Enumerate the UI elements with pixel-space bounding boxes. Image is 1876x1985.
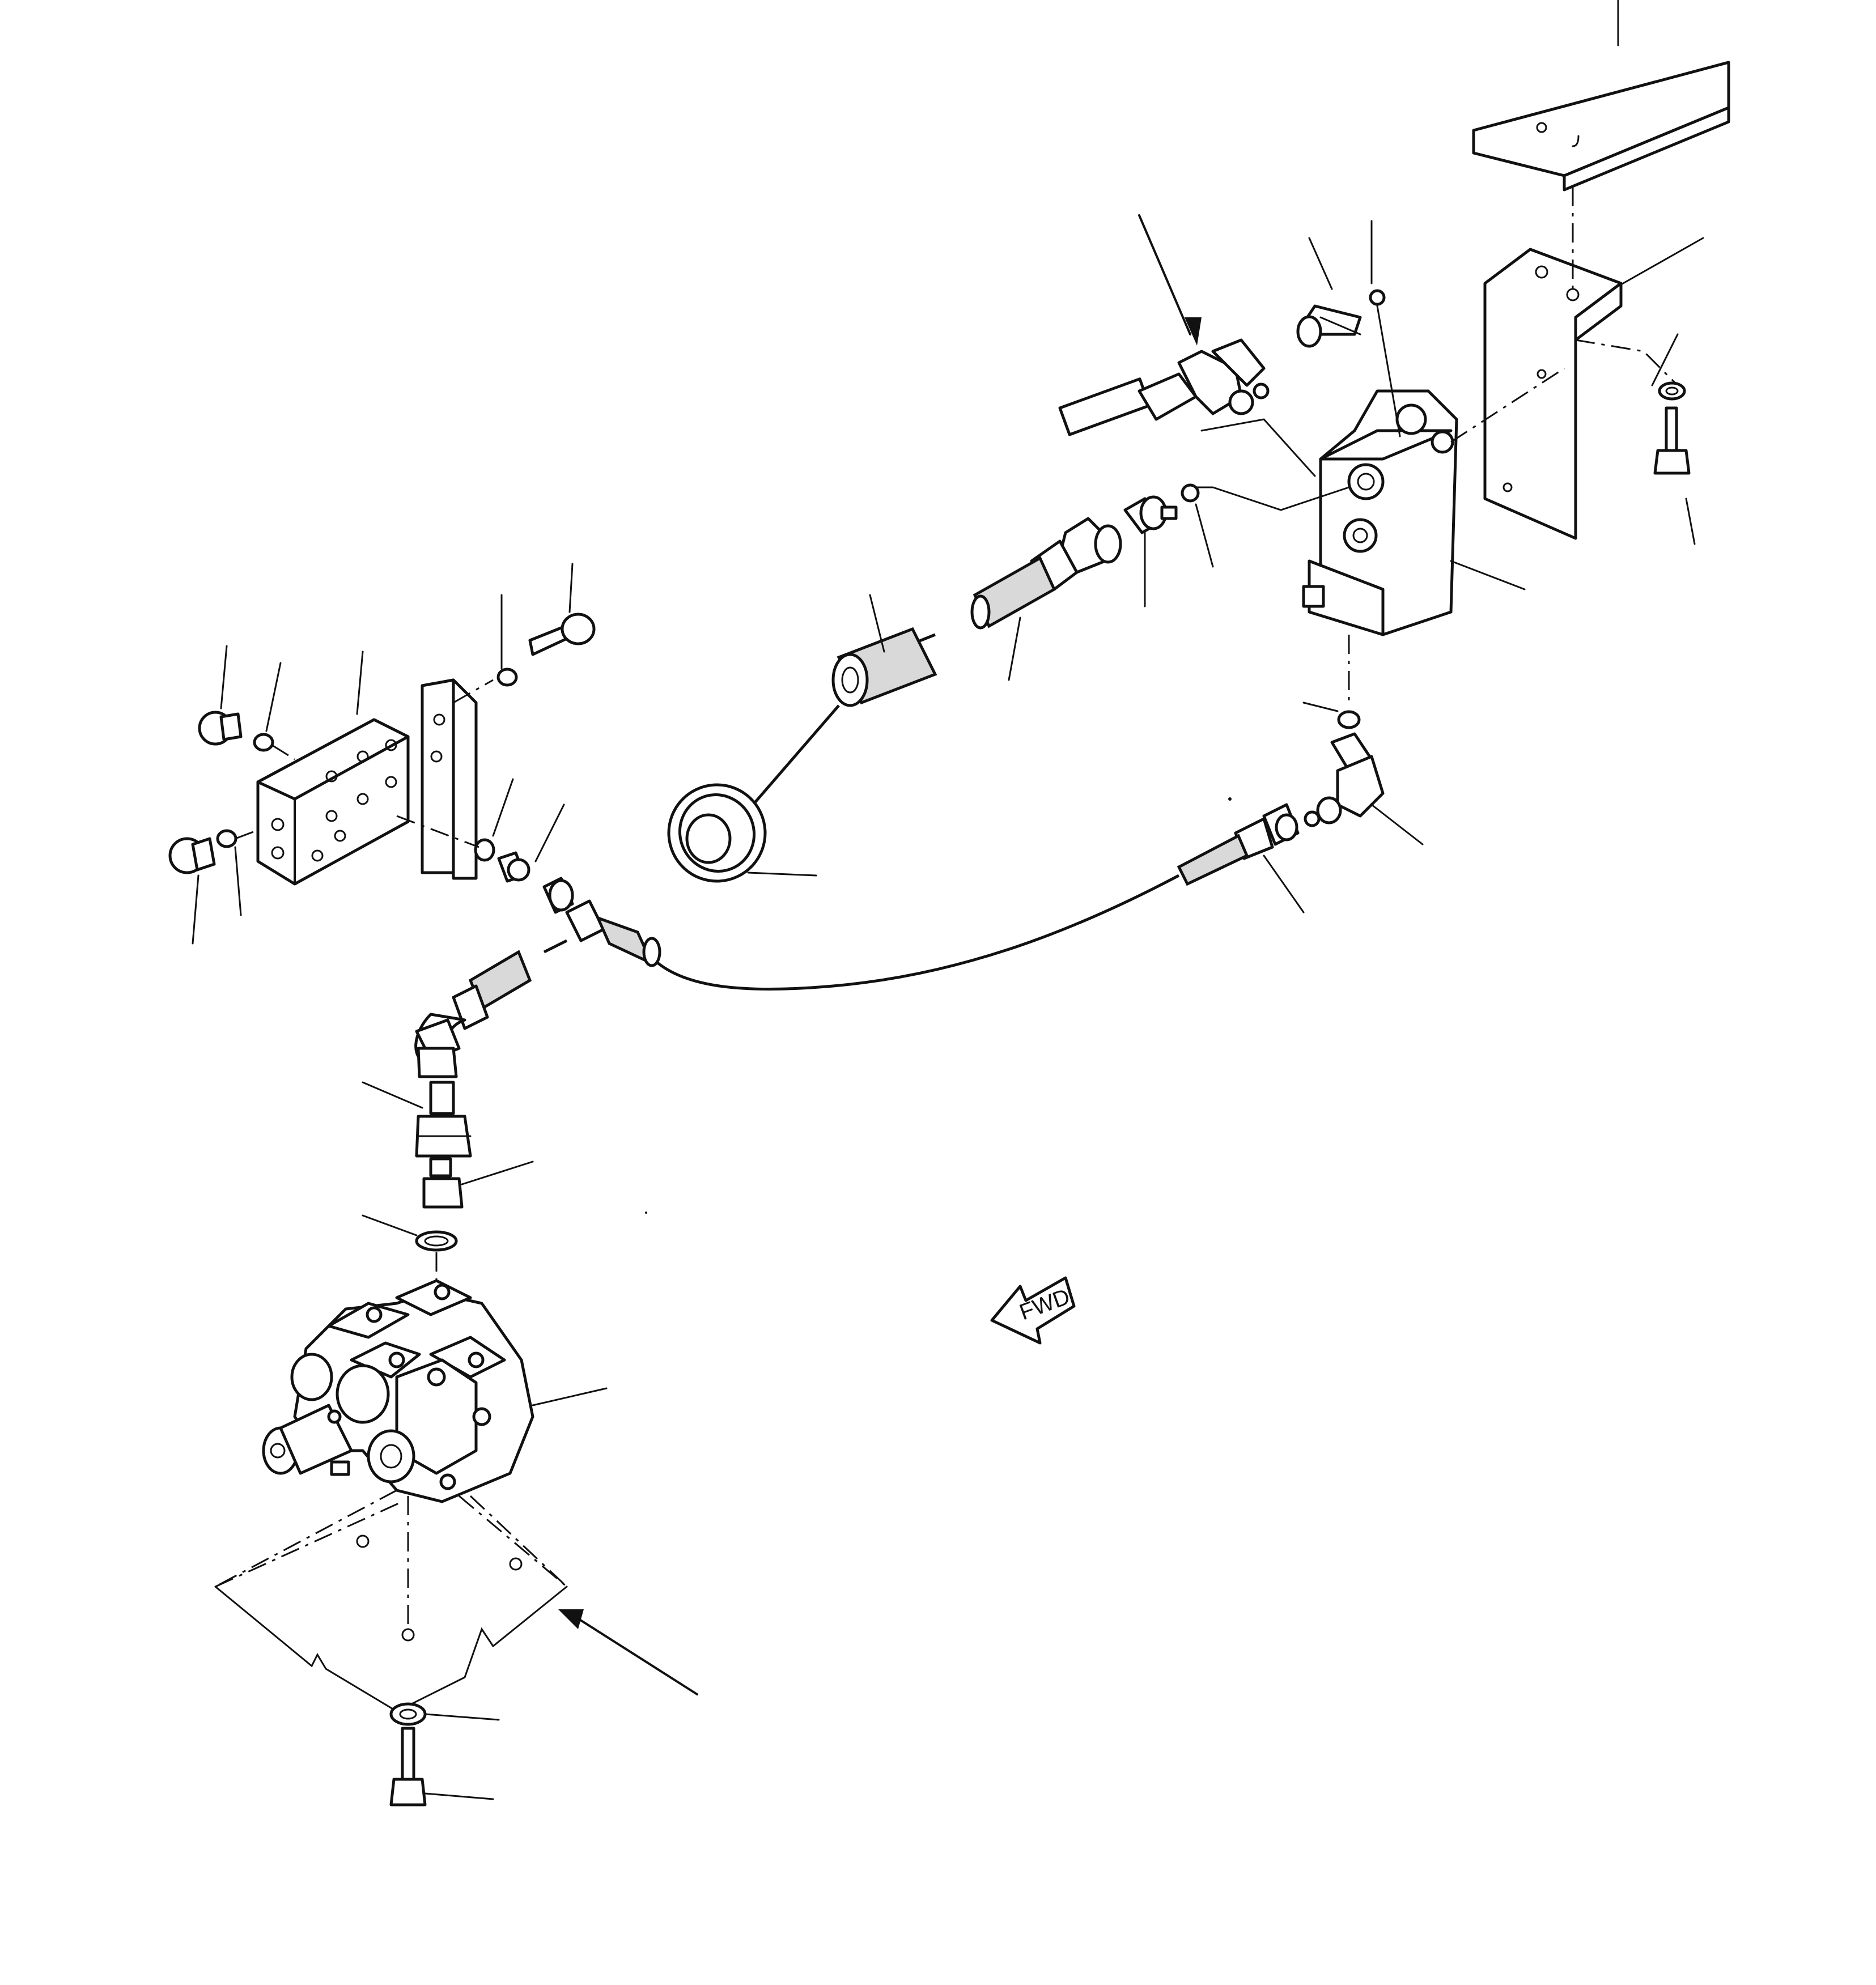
hose-to-grommet (747, 704, 840, 811)
left-hose (414, 939, 568, 1078)
valve-cap-screw (1296, 220, 1401, 437)
stray-dot (1228, 797, 1232, 801)
valve-block (1302, 389, 1526, 636)
frame-plate (1472, 0, 1730, 192)
control-valve (262, 1279, 608, 1503)
swivel-nut-top (1058, 517, 1122, 574)
grommet (667, 783, 817, 883)
manifold-cap-screw (453, 563, 596, 704)
manifold-plate (421, 678, 478, 880)
lower-right-hose-end (1177, 803, 1305, 913)
elbow-adapter-top (1058, 214, 1270, 436)
manifold-fitting (396, 778, 574, 914)
centerline-valve-mount-right (469, 1495, 568, 1588)
center-hose-end (565, 899, 661, 967)
protective-sleeve (831, 594, 937, 707)
centerline-valve-plate-left (215, 1489, 397, 1588)
manifold-block (256, 651, 410, 886)
centerline-top-port (1200, 418, 1316, 477)
straight-fitting-top (1123, 483, 1214, 607)
floor-bolt (389, 1702, 500, 1807)
bracket-bolt (1651, 333, 1696, 545)
lower-hose-line (651, 874, 1180, 991)
centerline-top-fitting (1195, 486, 1350, 511)
centerline-bracket-bolt (1575, 339, 1679, 386)
lower-right-elbow (1302, 702, 1424, 845)
vertical-fitting-stack (362, 1081, 534, 1332)
floor-plate (214, 1495, 698, 1712)
stray-dot (645, 1212, 647, 1214)
centerline-valve-mount (1450, 367, 1565, 443)
mounting-bracket (1483, 237, 1704, 540)
hose-end-top (970, 539, 1079, 681)
manifold-plug-top (198, 645, 295, 760)
manifold-plug-bottom (168, 829, 258, 945)
fwd-direction-arrow: FWD (990, 1276, 1076, 1345)
